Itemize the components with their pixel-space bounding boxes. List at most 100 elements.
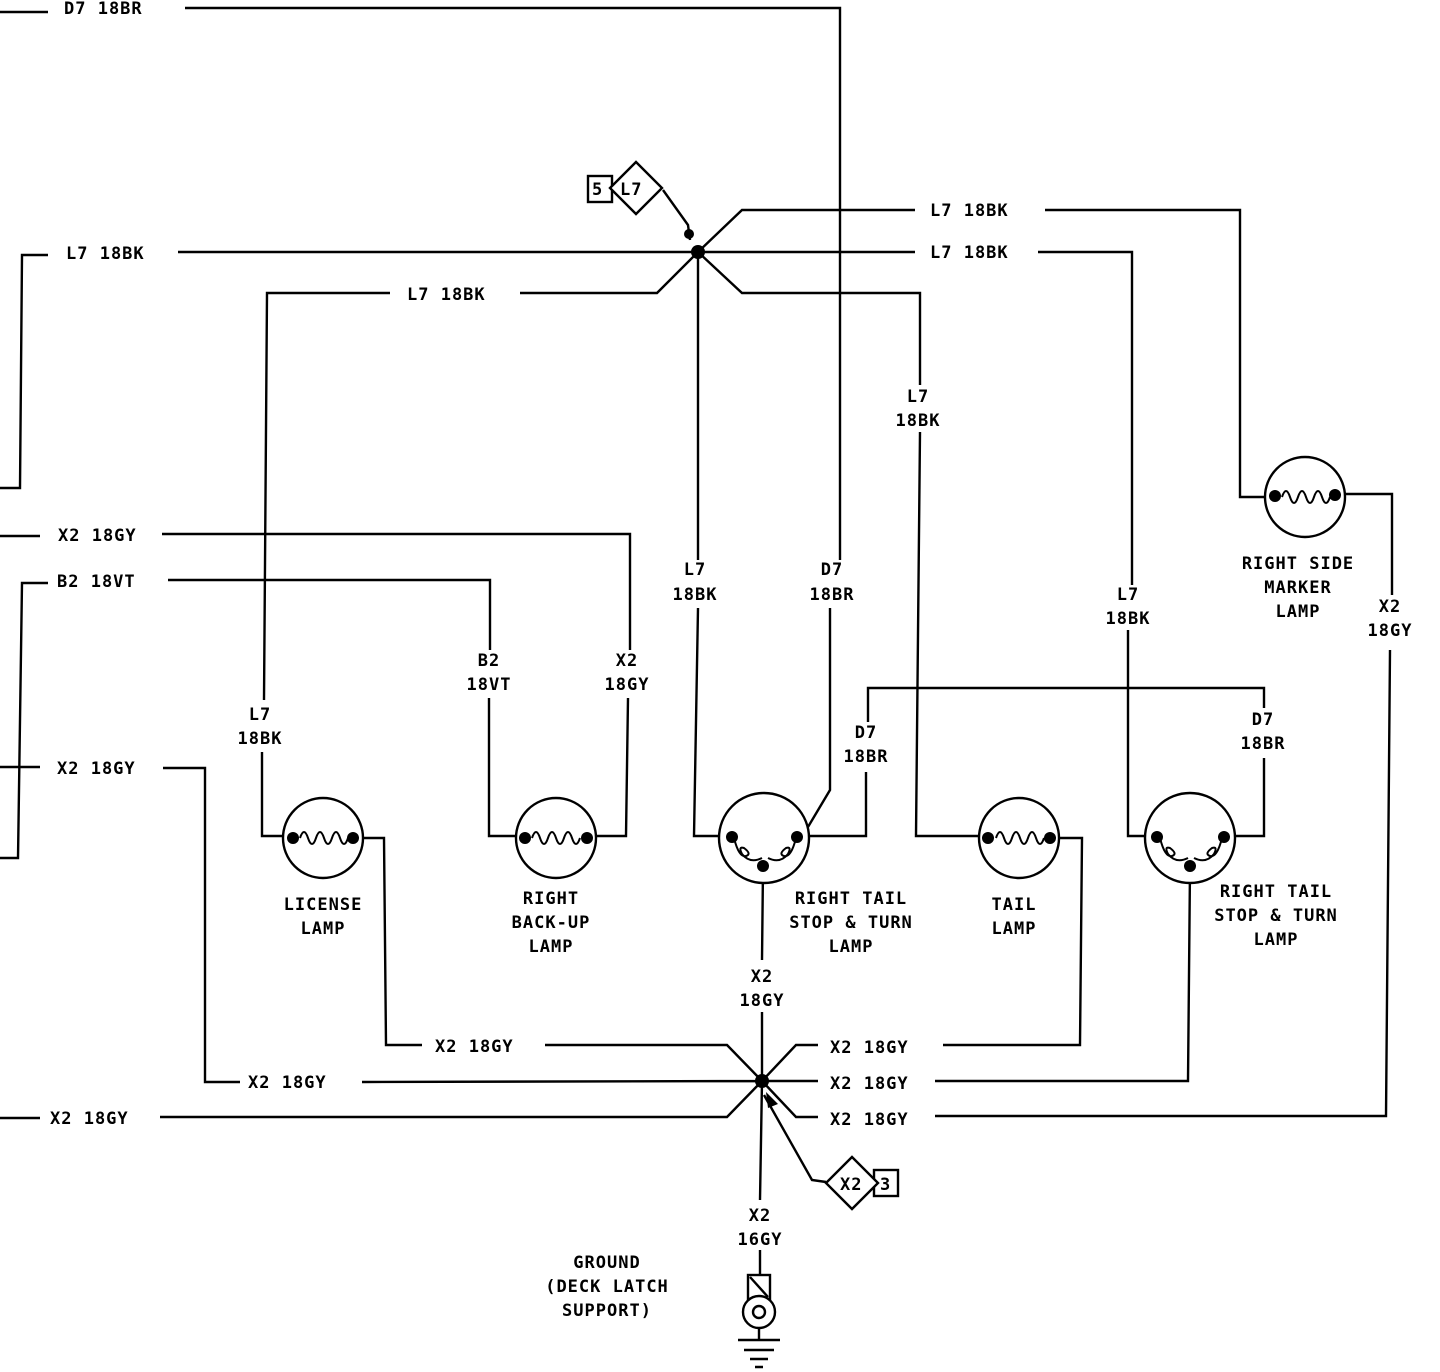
- lamp-marker: [1263, 455, 1347, 539]
- label-l7-left: L7 18BK: [66, 244, 145, 264]
- label-l7-right-top: L7 18BK: [930, 201, 1009, 221]
- terminal: [287, 832, 299, 844]
- splice-code-top: L7: [620, 180, 642, 200]
- label-x2-license-return: X2 18GY: [435, 1037, 514, 1057]
- lamp-stop-left-name-3: LAMP: [829, 937, 874, 957]
- label-l7-stop-left-2: 18BK: [673, 585, 718, 605]
- lamp-license: [281, 796, 365, 880]
- ground-icon: [738, 1328, 780, 1369]
- label-b2-left: B2 18VT: [57, 572, 136, 592]
- label-x2-bot-left: X2 18GY: [50, 1109, 129, 1129]
- splice-arrow-bottom: [766, 1092, 778, 1108]
- lamp-tail-name-2: LAMP: [992, 919, 1037, 939]
- label-d7-branch-left-2: 18BR: [844, 747, 889, 767]
- ground-name-1: GROUND: [573, 1253, 640, 1273]
- lamp-stop-left-name-1: RIGHT TAIL: [795, 889, 907, 909]
- splice-node-bottom: [755, 1074, 769, 1088]
- label-x2-ground-1: X2: [749, 1206, 771, 1226]
- splice-marker-bottom: X2 3: [824, 1155, 900, 1211]
- filament-icon: [1281, 490, 1331, 504]
- splice-leader-bottom: [762, 1094, 827, 1184]
- wire-x2-stop-right: [935, 867, 1192, 1083]
- filament-icon: [1159, 837, 1223, 862]
- lamp-backup-name-2: BACK-UP: [512, 913, 591, 933]
- label-x2-mid-return: X2 18GY: [248, 1073, 327, 1093]
- label-x2-ground-2: 16GY: [738, 1230, 783, 1250]
- lamp-stop-right-name-2: STOP & TURN: [1214, 906, 1338, 926]
- terminal: [982, 832, 994, 844]
- label-x2-marker-2: 18GY: [1368, 621, 1413, 641]
- lamp-license-name-1: LICENSE: [284, 895, 363, 915]
- label-x2-stop-ground-1: X2: [751, 967, 773, 987]
- lamp-backup-name-3: LAMP: [529, 937, 574, 957]
- label-b2-backup-2: 18VT: [467, 675, 512, 695]
- lamp-labels: LICENSE LAMP RIGHT BACK-UP LAMP RIGHT TA…: [284, 554, 1354, 1321]
- terminal: [1218, 831, 1230, 843]
- wire-d7-top: [0, 6, 842, 833]
- label-x2-backup-1: X2: [616, 651, 638, 671]
- label-x2-top-left: X2 18GY: [58, 526, 137, 546]
- wire-l7-tail: [914, 431, 988, 838]
- lamp-marker-name-3: LAMP: [1276, 602, 1321, 622]
- lamp-backup: [514, 796, 598, 880]
- terminal: [347, 832, 359, 844]
- label-l7-license-feed: L7 18BK: [407, 285, 486, 305]
- wire-l7-left: [0, 250, 698, 490]
- wire-d7-branch: [797, 686, 1266, 838]
- wire-l7-stop-right: [1038, 250, 1157, 838]
- wire-x2-tail: [943, 836, 1084, 1047]
- splice-code-bottom: X2: [840, 1175, 862, 1195]
- lamp-backup-name-1: RIGHT: [523, 889, 579, 909]
- lamp-stop-turn-right-bulb: [1143, 791, 1237, 885]
- terminal: [757, 860, 769, 872]
- wire-l7-stop-left: [692, 607, 732, 838]
- wire-top-splice-star: [520, 208, 922, 560]
- splice-arrow-top: [684, 229, 694, 239]
- ground-connector-slash: [749, 1276, 769, 1298]
- label-x2-r3: X2 18GY: [830, 1110, 909, 1130]
- splice-node-top: [691, 245, 705, 259]
- wire-bottom-splice-star: [0, 867, 818, 1275]
- label-l7-tail-2: 18BK: [896, 411, 941, 431]
- filament-icon: [995, 831, 1045, 845]
- label-l7-right-mid: L7 18BK: [930, 243, 1009, 263]
- wire-x2-marker: [935, 492, 1394, 1118]
- label-d7-stop-left-2: 18BR: [810, 585, 855, 605]
- label-d7-branch-right-2: 18BR: [1241, 734, 1286, 754]
- wire-labels: D7 18BR L7 18BK L7 18BK L7 18BK L7 18BK …: [50, 0, 1009, 1130]
- ground-eyelet-hole: [751, 1304, 767, 1320]
- label-x2-backup-2: 18GY: [605, 675, 650, 695]
- label-l7-stop-right-2: 18BK: [1106, 609, 1151, 629]
- splice-ref-bottom: 3: [880, 1175, 891, 1195]
- filament-icon: [531, 831, 581, 845]
- terminal: [791, 831, 803, 843]
- lamp-license-name-2: LAMP: [301, 919, 346, 939]
- splice-ref-box-top: [586, 174, 614, 204]
- wire-b2-backup: [0, 578, 525, 860]
- wires: [0, 6, 1394, 1275]
- terminal: [726, 831, 738, 843]
- filament-icon: [733, 837, 797, 862]
- wire-x2-license: [353, 836, 422, 1047]
- lamp-stop-turn-right: [1143, 791, 1237, 885]
- splice-ref-top: 5: [592, 180, 603, 200]
- vertical-labels: L7 18BK L7 18BK X2 18GY L7 18BK D7 18BR …: [238, 387, 1413, 1250]
- label-l7-license-1: L7: [249, 705, 271, 725]
- label-x2-r2: X2 18GY: [830, 1074, 909, 1094]
- splice-points: [684, 229, 778, 1108]
- terminal: [1044, 832, 1056, 844]
- ground-name-2: (DECK LATCH: [545, 1277, 669, 1297]
- terminal: [581, 832, 593, 844]
- lamp-stop-turn-left: [717, 791, 811, 885]
- label-d7-branch-left-1: D7: [855, 723, 877, 743]
- lamp-stop-turn-left-bulb: [717, 791, 811, 885]
- label-x2-r1: X2 18GY: [830, 1038, 909, 1058]
- label-d7-branch-right-1: D7: [1252, 710, 1274, 730]
- lamp-stop-left-name-2: STOP & TURN: [789, 913, 913, 933]
- label-l7-stop-left-1: L7: [684, 560, 706, 580]
- label-d7-stop-left-1: D7: [821, 560, 843, 580]
- ground-symbol: [738, 1273, 780, 1369]
- lamp-tail-name-1: TAIL: [992, 895, 1037, 915]
- label-x2-stop-ground-2: 18GY: [740, 991, 785, 1011]
